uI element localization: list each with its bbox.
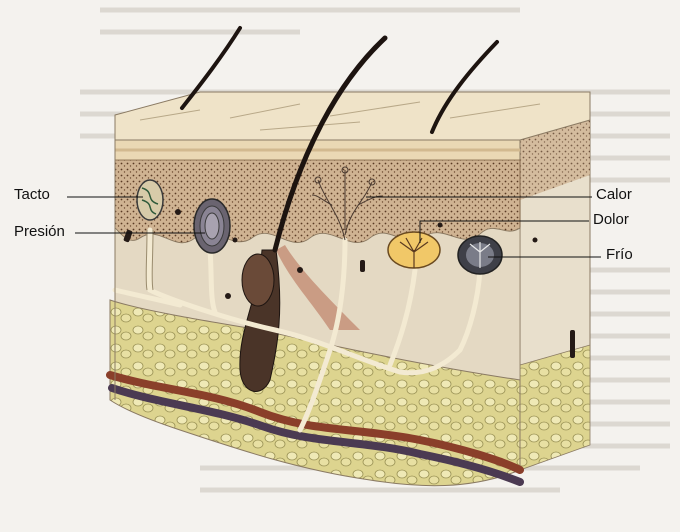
label-calor: Calor bbox=[596, 186, 632, 204]
label-dolor: Dolor bbox=[593, 211, 629, 229]
dermis-papillary bbox=[115, 160, 520, 243]
label-tacto: Tacto bbox=[14, 186, 50, 204]
label-presion: Presión bbox=[14, 223, 65, 241]
tacto-receptor bbox=[137, 180, 163, 220]
label-frio: Frío bbox=[606, 246, 633, 264]
skin-surface-top bbox=[115, 92, 590, 140]
